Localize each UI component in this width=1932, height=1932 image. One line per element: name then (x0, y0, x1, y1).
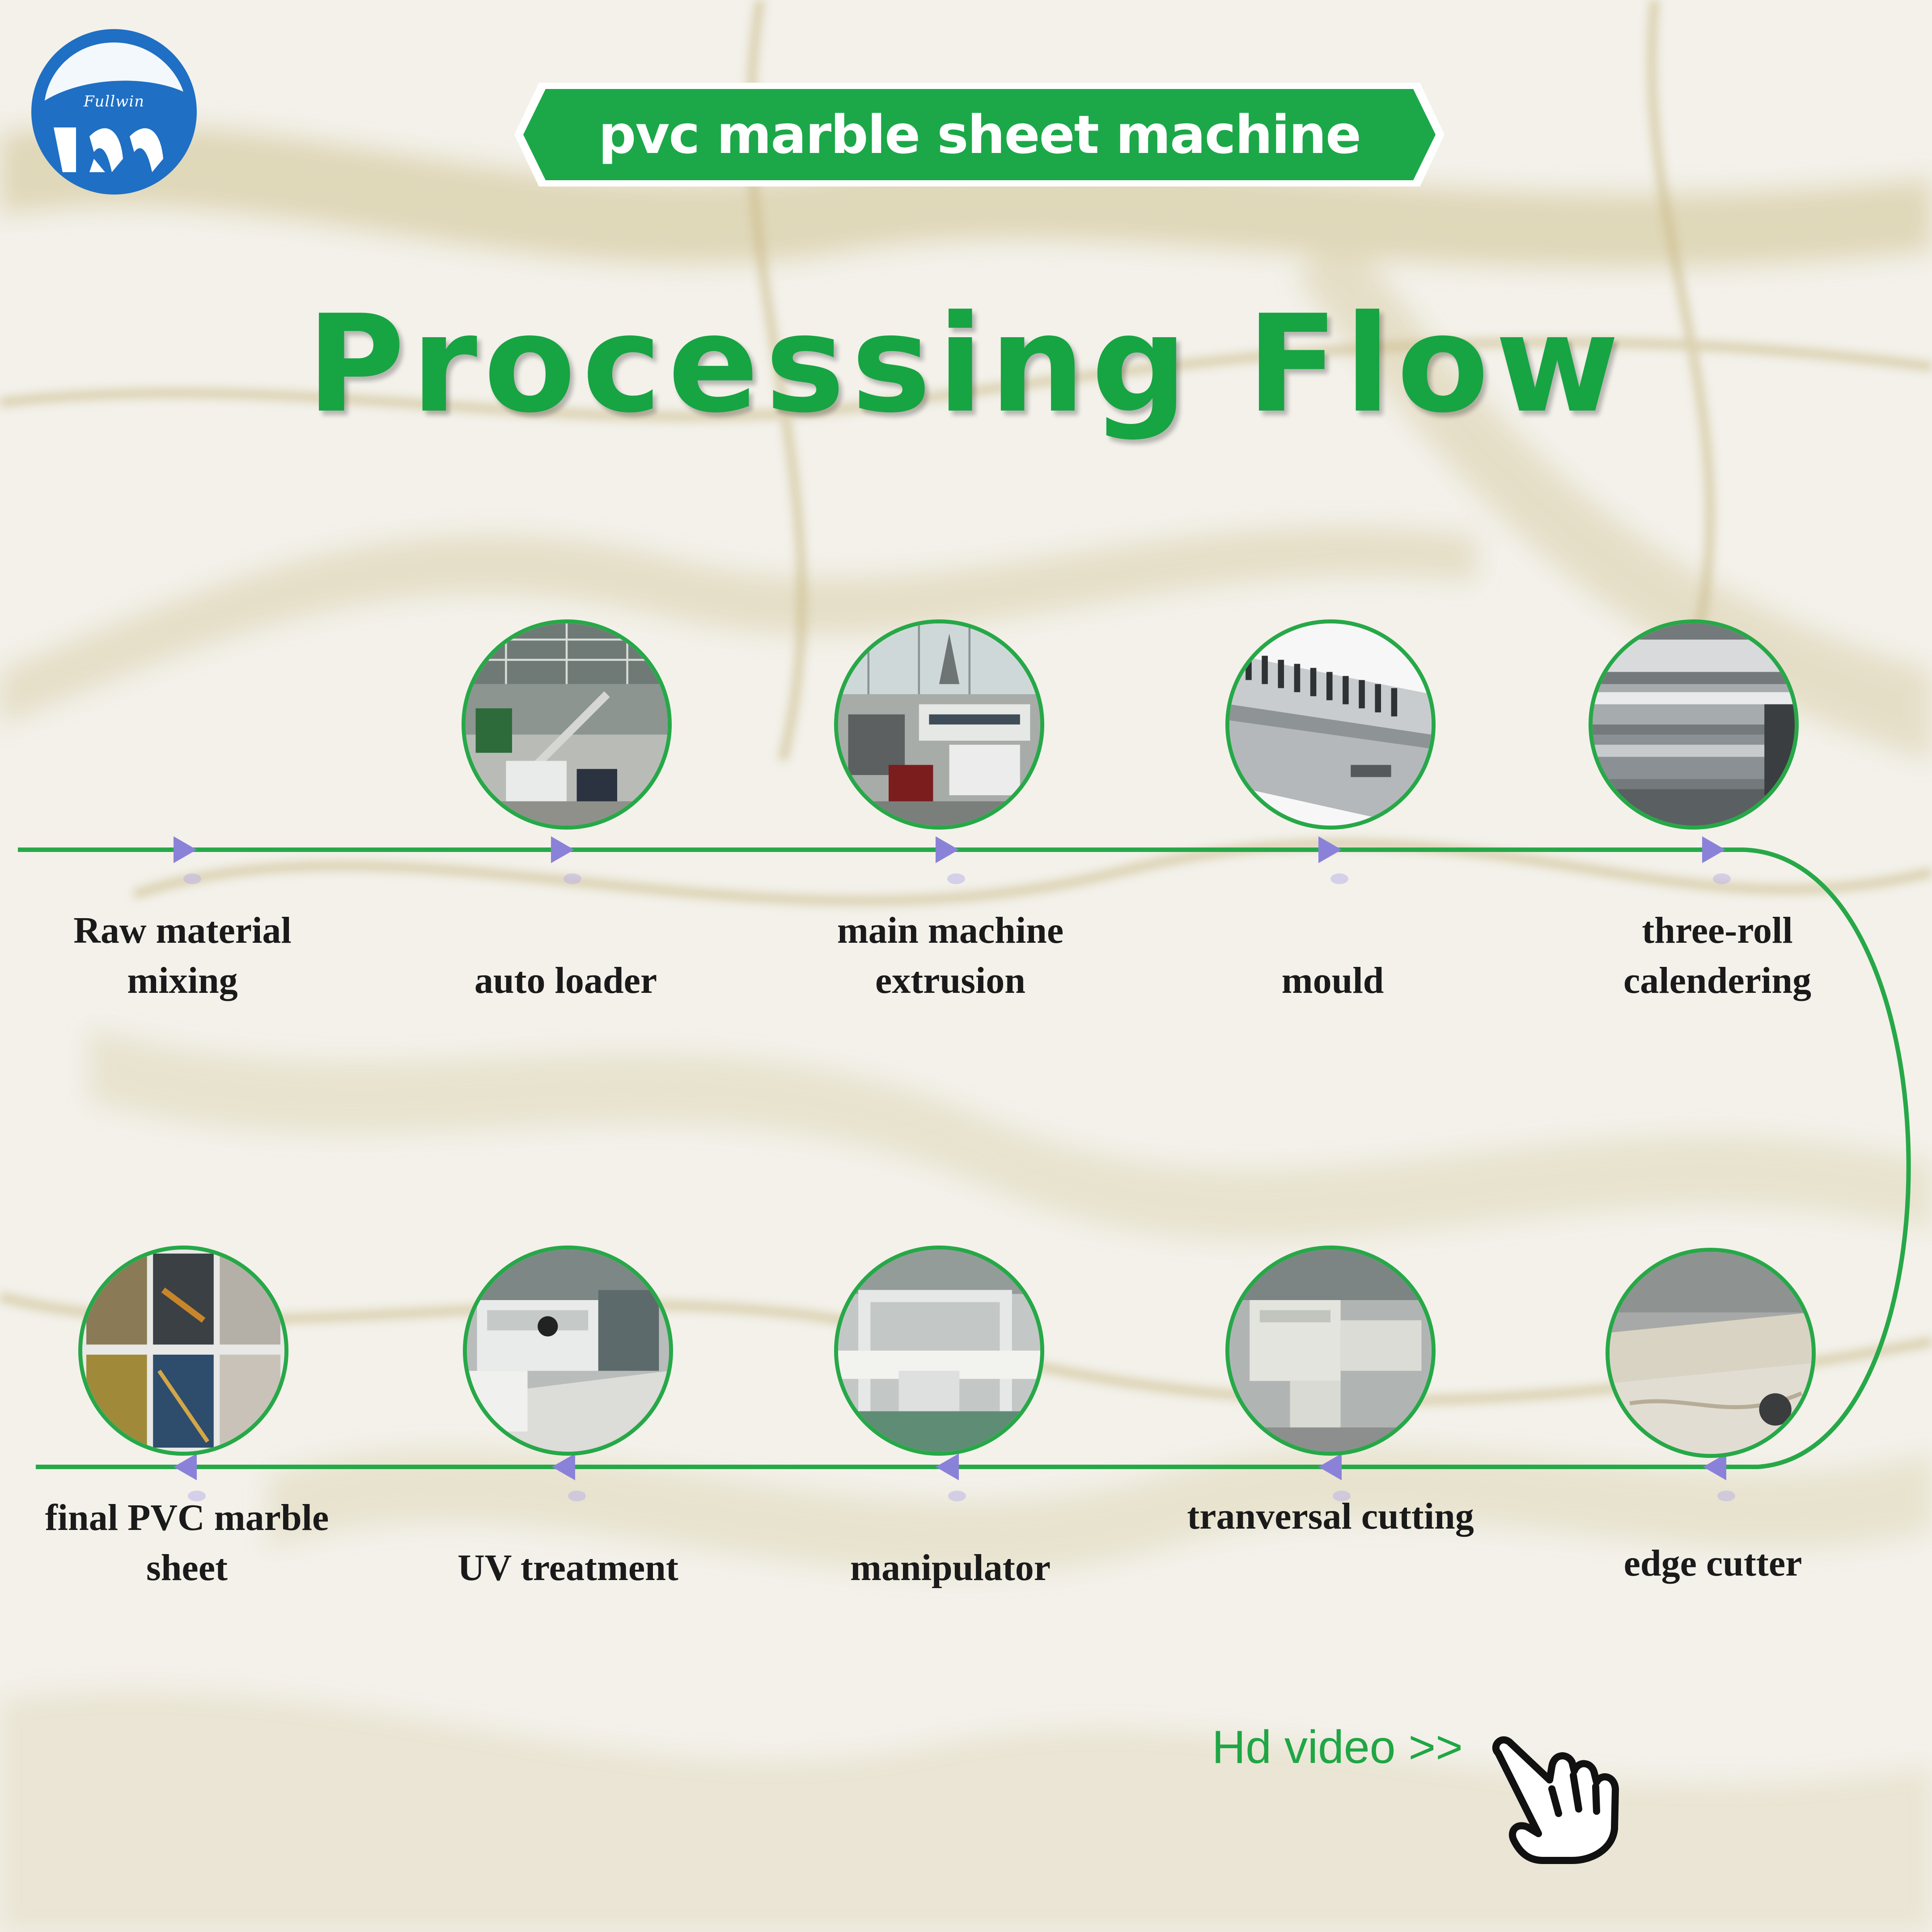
title-banner (514, 83, 1445, 186)
manipulator-photo (834, 1246, 1044, 1456)
flow-arrow (1703, 1453, 1726, 1480)
step-label-manipulator: manipulator (850, 1547, 1051, 1589)
flow-arrow (1318, 1453, 1342, 1480)
flow-arrow (1702, 836, 1725, 863)
marble-samples-photo (78, 1246, 288, 1456)
page-title: Processing Flow (306, 286, 1626, 442)
step-label-main-machine-extrusion: main machine extrusion (837, 910, 1064, 1001)
flow-arrow (174, 1453, 197, 1480)
step-label-three-roll-calendering: three-roll calendering (1623, 910, 1811, 1001)
step-label-mould: mould (1281, 960, 1384, 1001)
step-label-uv-treatment: UV treatment (458, 1547, 678, 1589)
hd-video-link[interactable]: Hd video >> (1212, 1721, 1463, 1773)
edge-cutter-photo (1606, 1248, 1816, 1458)
rollers-photo (1589, 619, 1799, 830)
banner-title: pvc marble sheet machine (598, 104, 1361, 165)
cutter-photo (1225, 1246, 1436, 1456)
step-label-auto-loader: auto loader (474, 960, 657, 1001)
flow-line-return (36, 847, 1911, 1469)
flow-arrow (1318, 836, 1342, 863)
flow-arrow (552, 1453, 575, 1480)
auto-loader-photo (462, 619, 672, 830)
step-label-tranversal-cutting: tranversal cutting (1187, 1496, 1474, 1537)
flow-arrow (936, 836, 959, 863)
step-label-final-pvc-marble-sheet: final PVC marble sheet (45, 1497, 329, 1589)
uv-machine-photo (463, 1246, 673, 1456)
flow-arrow (551, 836, 574, 863)
flow-arrow (936, 1453, 959, 1480)
mould-photo (1225, 619, 1436, 830)
step-label-edge-cutter: edge cutter (1623, 1542, 1802, 1584)
pointing-hand-icon[interactable] (1485, 1726, 1628, 1869)
extruder-photo (834, 619, 1044, 830)
step-label-raw-material-mixing: Raw material mixing (73, 910, 292, 1001)
flow-arrow (174, 836, 197, 863)
